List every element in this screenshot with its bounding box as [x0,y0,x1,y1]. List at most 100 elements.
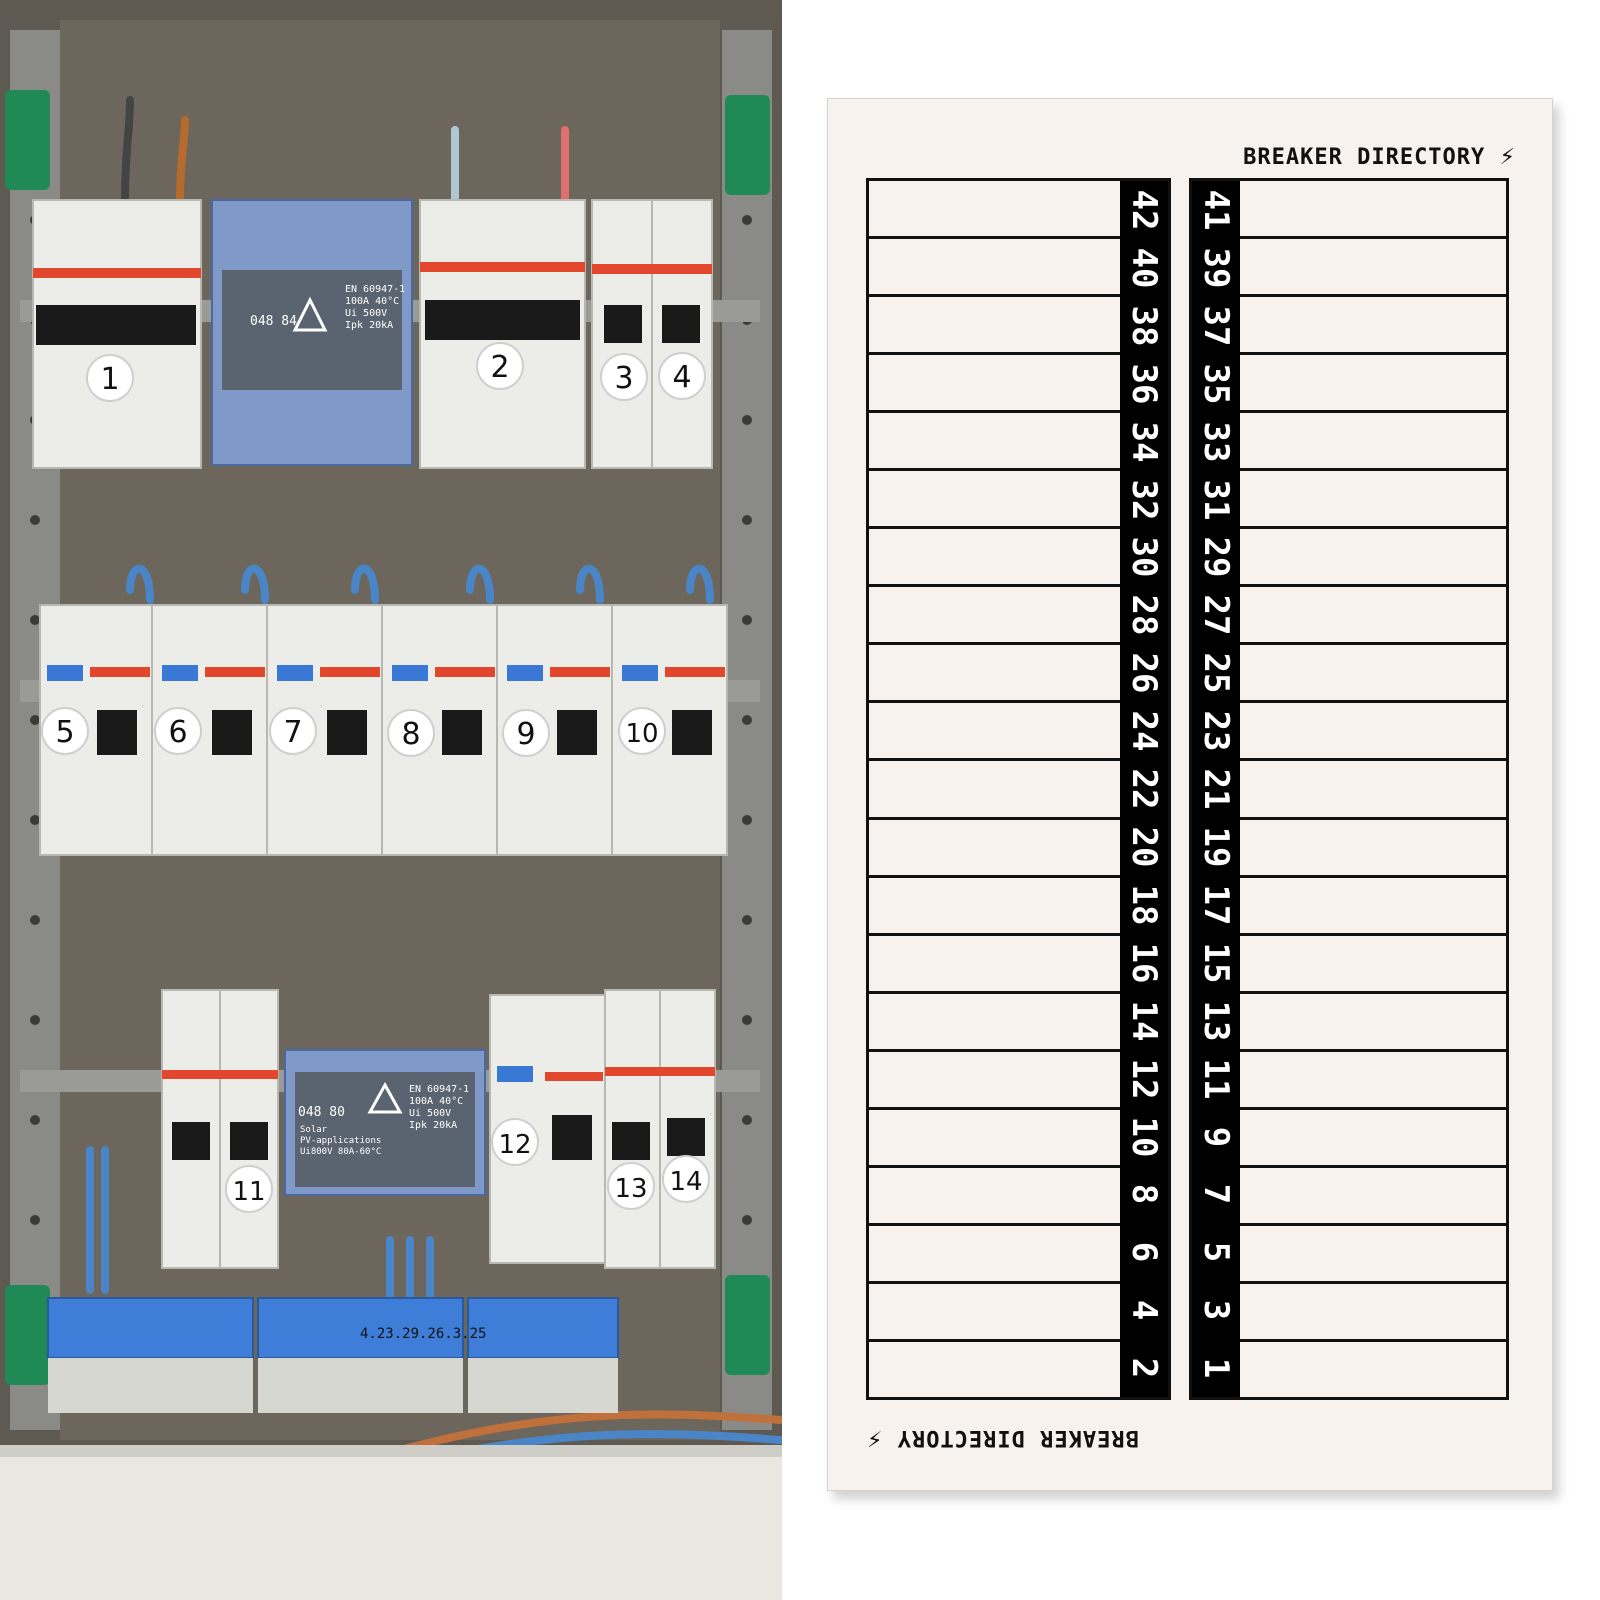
directory-entry-field[interactable] [1240,1284,1506,1342]
circuit-number: 5 [1196,1242,1236,1263]
directory-entry-field[interactable] [869,1168,1120,1226]
breaker-number-label: 11 [232,1177,265,1207]
directory-entry-field[interactable] [869,936,1120,994]
circuit-number: 42 [1124,189,1164,231]
circuit-number: 15 [1196,942,1236,984]
circuit-number: 11 [1196,1058,1236,1100]
circuit-number: 14 [1124,1000,1164,1042]
directory-entry-field[interactable] [869,994,1120,1052]
directory-entry-field[interactable] [869,1284,1120,1342]
circuit-number: 30 [1124,536,1164,578]
circuit-number: 1 [1196,1357,1236,1379]
block-bottom-code: 048 80 [298,1105,345,1120]
block-bottom-spec: EN 60947-1 [409,1084,469,1095]
breaker-number-label: 2 [490,350,509,385]
directory-entry-field[interactable] [869,645,1120,704]
breaker-number-label: 6 [168,715,187,750]
directory-entry-field[interactable] [1240,471,1506,530]
circuit-number: 17 [1196,884,1236,926]
breaker-number-label: 14 [669,1167,702,1197]
block-bottom-spec: Ipk 20kA [409,1120,457,1131]
directory-entry-field[interactable] [869,1052,1120,1110]
directory-entry-field[interactable] [1240,355,1506,414]
directory-entry-field[interactable] [1240,413,1506,472]
circuit-number: 28 [1124,594,1164,636]
circuit-number: 35 [1196,363,1236,405]
circuit-number: 23 [1196,710,1236,752]
circuit-number: 41 [1196,189,1236,231]
circuit-number: 40 [1124,247,1164,289]
directory-entry-field[interactable] [869,181,1120,240]
directory-entry-field[interactable] [869,471,1120,530]
directory-entry-field[interactable] [869,529,1120,588]
directory-title-text: BREAKER DIRECTORY [1243,145,1486,170]
directory-entry-field[interactable] [869,239,1120,298]
directory-entry-field[interactable] [869,1110,1120,1168]
circuit-number: 2 [1124,1357,1164,1379]
directory-entry-field[interactable] [869,761,1120,820]
directory-entry-field[interactable] [1240,994,1506,1052]
directory-entry-field[interactable] [1240,703,1506,762]
circuit-number: 33 [1196,421,1236,463]
directory-entry-field[interactable] [1240,587,1506,646]
breaker-number-label: 9 [516,717,535,752]
directory-entry-field[interactable] [1240,820,1506,878]
block-top-code: 048 84 [250,314,297,329]
directory-entry-field[interactable] [1240,181,1506,240]
circuit-number: 39 [1196,247,1236,289]
directory-entry-field[interactable] [869,703,1120,762]
circuit-number: 37 [1196,305,1236,347]
circuit-number: 31 [1196,479,1236,520]
directory-entry-field[interactable] [1240,936,1506,994]
circuit-number: 34 [1124,421,1164,463]
directory-title: BREAKER DIRECTORY ⚡ [1243,145,1516,170]
directory-entry-field[interactable] [869,1226,1120,1284]
directory-entry-field[interactable] [869,820,1120,878]
breaker-number-label: 8 [401,717,420,752]
directory-entry-field[interactable] [1240,761,1506,820]
directory-entry-field[interactable] [1240,1226,1506,1284]
breaker-number-label: 1 [100,362,119,397]
directory-entry-field[interactable] [1240,239,1506,298]
breaker-number-label: 13 [614,1174,647,1204]
directory-entry-field[interactable] [1240,1168,1506,1226]
directory-entry-field[interactable] [869,297,1120,356]
directory-entry-field[interactable] [1240,1110,1506,1168]
lightning-icon: ⚡ [1499,145,1516,170]
circuit-number: 27 [1196,594,1236,636]
breaker-number-label: 12 [498,1130,531,1160]
block-top-spec: EN 60947-1 [345,284,405,295]
directory-entry-field[interactable] [1240,529,1506,588]
circuit-number: 26 [1124,652,1164,694]
directory-entry-field[interactable] [869,1342,1120,1397]
directory-entry-field[interactable] [869,587,1120,646]
circuit-number: 3 [1196,1299,1236,1321]
block-top-spec: 100A 40°C [345,296,399,307]
circuit-number: 25 [1196,652,1236,694]
directory-entry-field[interactable] [869,355,1120,414]
directory-entry-field[interactable] [869,413,1120,472]
lightning-icon: ⚡ [866,1425,883,1450]
directory-entry-field[interactable] [869,878,1120,936]
block-bottom-spec: Solar [300,1125,328,1135]
circuit-number: 24 [1124,710,1164,752]
circuit-number: 32 [1124,479,1164,520]
directory-entry-field[interactable] [1240,878,1506,936]
breaker-number-label: 10 [625,719,658,749]
directory-entry-field[interactable] [1240,1342,1506,1397]
directory-entry-field[interactable] [1240,645,1506,704]
breaker-number-label: 5 [55,715,74,750]
breaker-number-label: 3 [614,361,633,396]
circuit-number: 19 [1196,826,1236,868]
breaker-number-label: 7 [283,715,302,750]
circuit-number: 21 [1196,768,1236,810]
directory-entry-field[interactable] [1240,297,1506,356]
left-label-rows [869,181,1120,1397]
directory-entry-field[interactable] [1240,1052,1506,1110]
block-top-spec: Ui 500V [345,308,387,319]
